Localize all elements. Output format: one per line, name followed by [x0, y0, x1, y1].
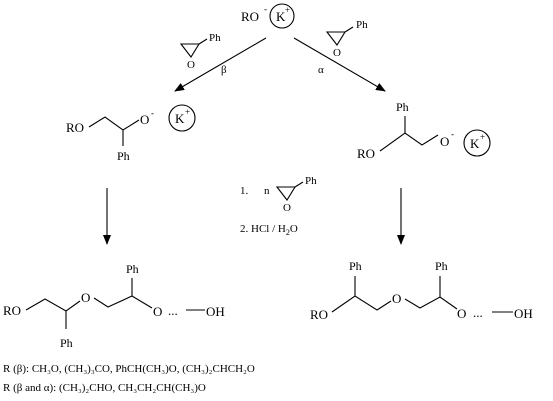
r-group-notes: R (β): CH₃O, (CH₃)₃CO, PhCH(CH₃)O, (CH₃)… [3, 360, 255, 398]
cond-step1-num: 1. [240, 185, 249, 197]
prod-alpha-o1: O [392, 291, 401, 306]
int-alpha-o: O [440, 134, 449, 149]
prod-beta-ph-bottom: Ph [60, 336, 73, 350]
label-alpha: α [318, 64, 324, 76]
int-alpha-k-circle [463, 129, 491, 157]
note-beta-alpha: R (β and α): (CH₃)₂CHO, CH₃CH₂CH(CH₃)O [3, 382, 206, 394]
reactant-alkoxide: RO - K + [241, 3, 295, 29]
int-alpha-k: K [470, 136, 480, 151]
int-beta-k: K [175, 111, 185, 126]
int-beta-minus: - [151, 108, 154, 118]
prod-alpha-ro: RO [310, 307, 328, 322]
epoxide-left-o: O [187, 59, 195, 71]
int-beta-k-circle [168, 104, 196, 132]
epoxide-left-ph: Ph [209, 32, 221, 44]
prod-beta-dots: ... [168, 303, 178, 318]
arrow-beta [174, 37, 267, 92]
epoxide-right-o: O [333, 47, 341, 59]
note-beta: R (β): CH₃O, (CH₃)₃CO, PhCH(CH₃)O, (CH₃)… [3, 363, 255, 375]
int-beta-k-plus: + [185, 107, 190, 117]
int-beta-ro: RO [66, 120, 84, 135]
product-beta: RO Ph O Ph O ... OH [3, 262, 225, 350]
prod-alpha-dots: ... [473, 305, 483, 320]
int-beta-ph: Ph [117, 149, 130, 163]
cond-step2: 2. HCl / H2O [240, 223, 298, 237]
prod-beta-ro: RO [3, 303, 21, 318]
cond-epoxide-o: O [283, 202, 291, 214]
int-alpha-ro: RO [357, 146, 375, 161]
arrow-alpha [293, 37, 386, 92]
product-alpha: Ph RO O Ph O ... OH [310, 259, 533, 322]
intermediate-beta: RO Ph O - K + [66, 104, 196, 163]
prod-alpha-ph-right: Ph [435, 259, 448, 273]
int-alpha-minus: - [451, 129, 454, 139]
epoxide-right: Ph O [325, 19, 368, 59]
int-alpha-k-plus: + [480, 132, 485, 142]
prod-alpha-ph-left: Ph [349, 259, 362, 273]
prod-beta-o1: O [81, 290, 90, 305]
cond-step1-n: n [264, 185, 270, 197]
prod-beta-o2: O [153, 304, 162, 319]
potassium-circle [269, 3, 295, 29]
reactant-ro: RO [241, 9, 259, 24]
reactant-k-plus: + [285, 5, 290, 15]
int-beta-o: O [140, 112, 149, 127]
cond-epoxide-ph: Ph [305, 175, 317, 187]
prod-alpha-oh: OH [514, 306, 533, 321]
reactant-minus: - [264, 4, 267, 14]
label-beta: β [221, 64, 227, 76]
int-alpha-ph: Ph [396, 100, 409, 114]
reaction-conditions: 1. n Ph O 2. HCl / H2O [240, 175, 317, 237]
prod-alpha-o2: O [457, 306, 466, 321]
prod-beta-ph-top: Ph [126, 262, 139, 276]
epoxide-left: Ph O [179, 32, 221, 71]
intermediate-alpha: Ph RO O - K + [357, 100, 491, 161]
epoxide-right-ph: Ph [356, 19, 368, 31]
reactant-k: K [276, 9, 286, 24]
prod-beta-oh: OH [206, 304, 225, 319]
